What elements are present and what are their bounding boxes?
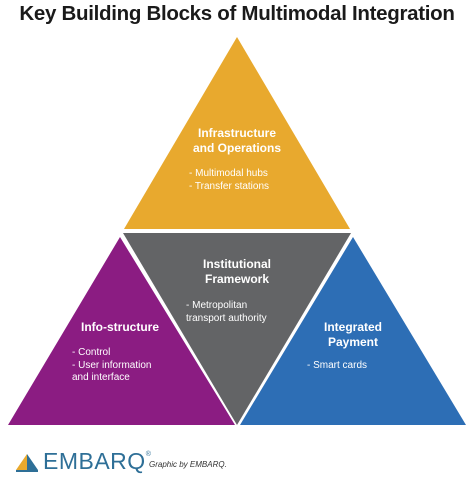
institutional-item: transport authority (186, 312, 267, 324)
payment-items: - Smart cards (293, 360, 413, 373)
info-structure-heading: Info-structure (60, 320, 180, 335)
payment-heading-line: Payment (327, 335, 379, 349)
info-structure-items: - Control - User information and interfa… (60, 347, 180, 385)
payment-item: - Smart cards (307, 360, 368, 371)
institutional-heading-line: Framework (204, 272, 270, 286)
triangle-payment (240, 237, 466, 425)
infrastructure-heading-line: and Operations (192, 141, 281, 155)
page-title: Key Building Blocks of Multimodal Integr… (19, 2, 455, 25)
info-structure-item: - User information (72, 359, 152, 371)
embarq-brand: EMBARQ ® (14, 448, 151, 475)
infrastructure-heading: Infrastructure and Operations (160, 126, 314, 156)
triangle-infrastructure (124, 37, 350, 229)
block-infrastructure: Infrastructure and Operations - Multimod… (160, 126, 314, 193)
embarq-logo-icon (16, 453, 38, 472)
infrastructure-items: - Multimodal hubs - Transfer stations (160, 168, 314, 193)
block-payment: Integrated Payment - Smart cards (293, 320, 413, 373)
brand-name: EMBARQ (43, 448, 146, 474)
block-info-structure: Info-structure - Control - User informat… (60, 320, 180, 385)
info-structure-item: and interface (72, 372, 130, 383)
payment-heading-line: Integrated (323, 320, 382, 334)
institutional-item: - Metropolitan (186, 300, 248, 311)
graphic-credit: Graphic by EMBARQ. (149, 460, 227, 469)
institutional-heading: Institutional Framework (166, 257, 308, 287)
info-structure-heading-line: Info-structure (81, 320, 159, 334)
block-institutional: Institutional Framework - Metropolitan t… (166, 257, 308, 325)
institutional-heading-line: Institutional (203, 257, 271, 271)
infrastructure-heading-line: Infrastructure (197, 126, 277, 140)
info-structure-item: - Control (72, 347, 111, 358)
infrastructure-item: - Multimodal hubs (189, 168, 268, 179)
triangle-institutional (123, 233, 351, 425)
payment-heading: Integrated Payment (293, 320, 413, 350)
triangle-info-structure (8, 237, 235, 425)
infrastructure-item: - Transfer stations (189, 180, 270, 192)
institutional-items: - Metropolitan transport authority (166, 300, 308, 325)
registered-mark: ® (145, 451, 151, 458)
